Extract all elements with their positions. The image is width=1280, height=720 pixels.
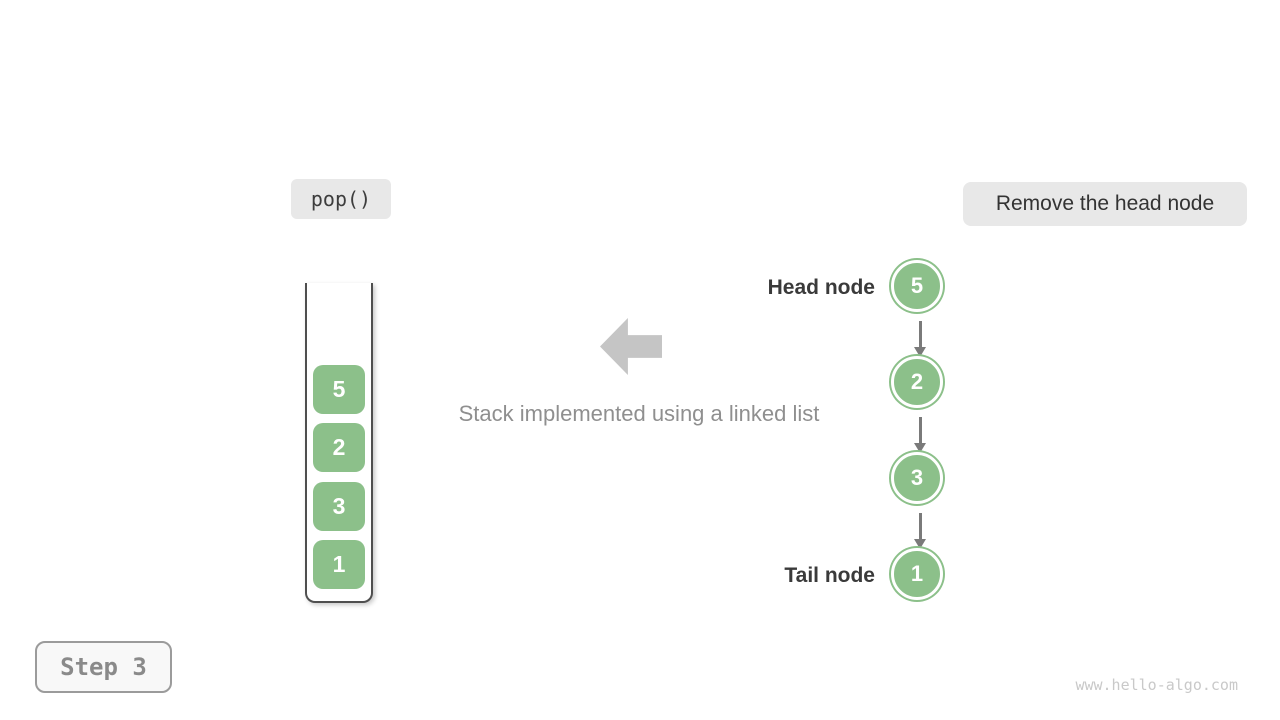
tail-node-label: Tail node bbox=[784, 564, 875, 587]
stack-block: 1 bbox=[313, 540, 365, 589]
left-block-arrow-icon bbox=[600, 318, 662, 375]
step-label: Step 3 bbox=[60, 653, 147, 681]
stack-block: 2 bbox=[313, 423, 365, 472]
arrow-shaft bbox=[918, 513, 922, 540]
arrow-head bbox=[914, 539, 926, 549]
linked-list-node: 2 bbox=[891, 356, 943, 408]
linked-list-node-value: 3 bbox=[910, 465, 924, 490]
stack-block: 5 bbox=[313, 365, 365, 414]
arrow-shaft bbox=[918, 417, 922, 444]
annotation-label: Remove the head node bbox=[995, 192, 1215, 215]
linked-list-node-value: 5 bbox=[910, 273, 924, 298]
operation-label: pop() bbox=[310, 187, 372, 211]
operation-badge: pop() bbox=[291, 179, 391, 219]
stack-block-value: 3 bbox=[332, 493, 346, 519]
arrow-head bbox=[914, 347, 926, 357]
stack-container: 5 2 3 1 bbox=[305, 283, 373, 603]
head-node-label: Head node bbox=[767, 276, 875, 299]
step-badge: Step 3 bbox=[35, 641, 172, 693]
stack-block: 3 bbox=[313, 482, 365, 531]
linked-list-node: 3 bbox=[891, 452, 943, 504]
linked-list-node-value: 1 bbox=[910, 561, 924, 586]
down-arrow-icon bbox=[911, 513, 929, 549]
stack-block-value: 2 bbox=[332, 434, 346, 460]
stack-block-value: 5 bbox=[332, 376, 346, 402]
stack-block-value: 1 bbox=[332, 551, 346, 577]
arrow-head bbox=[914, 443, 926, 453]
linked-list-node-value: 2 bbox=[910, 369, 924, 394]
annotation-badge: Remove the head node bbox=[963, 182, 1247, 226]
arrow-shaft bbox=[918, 321, 922, 348]
down-arrow-icon bbox=[911, 417, 929, 453]
down-arrow-icon bbox=[911, 321, 929, 357]
linked-list-node: 5 bbox=[891, 260, 943, 312]
linked-list-node: 1 bbox=[891, 548, 943, 600]
caption: Stack implemented using a linked list bbox=[458, 401, 820, 426]
watermark: www.hello-algo.com bbox=[1075, 676, 1238, 694]
